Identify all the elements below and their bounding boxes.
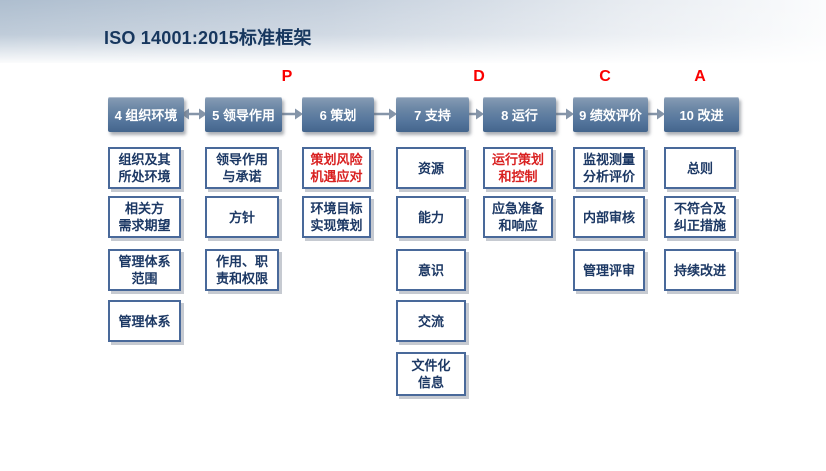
pdca-letter-c: C (599, 68, 611, 85)
header-support: 7 支持 (396, 97, 469, 132)
box-policy: 方针 (205, 196, 279, 238)
box-leadership-commitment: 领导作用 与承诺 (205, 147, 279, 189)
column-planning: 6 策划 策划风险 机遇应对 环境目标 实现策划 (302, 0, 374, 471)
box-organization-environment: 组织及其 所处环境 (108, 147, 181, 189)
box-awareness: 意识 (396, 249, 466, 291)
column-context: 4 组织环境 组织及其 所处环境 相关方 需求期望 管理体系 范围 管理体系 (108, 0, 184, 471)
box-internal-audit: 内部审核 (573, 196, 645, 238)
right-arrow-icon (645, 108, 665, 120)
right-arrow-icon (553, 108, 574, 120)
pdca-letter-a: A (694, 68, 706, 85)
column-support: 7 支持 资源 能力 意识 交流 文件化 信息 (396, 0, 469, 471)
box-competence: 能力 (396, 196, 466, 238)
box-management-system: 管理体系 (108, 300, 181, 342)
box-continual-improvement: 持续改进 (664, 249, 736, 291)
double-arrow-icon (181, 108, 207, 120)
box-monitoring-measurement: 监视测量 分析评价 (573, 147, 645, 189)
header-operation: 8 运行 (483, 97, 556, 132)
box-operational-control: 运行策划 和控制 (483, 147, 553, 189)
pdca-letter-p: P (281, 68, 293, 85)
header-planning: 6 策划 (302, 97, 374, 132)
box-risk-opportunity: 策划风险 机遇应对 (302, 147, 371, 189)
column-performance-evaluation: 9 绩效评价 监视测量 分析评价 内部审核 管理评审 (573, 0, 648, 471)
right-arrow-icon (279, 108, 303, 120)
box-resources: 资源 (396, 147, 466, 189)
box-environmental-objectives: 环境目标 实现策划 (302, 196, 371, 238)
right-arrow-icon (371, 108, 397, 120)
box-emergency-preparedness: 应急准备 和响应 (483, 196, 553, 238)
box-management-review: 管理评审 (573, 249, 645, 291)
box-ems-scope: 管理体系 范围 (108, 249, 181, 291)
header-leadership: 5 领导作用 (205, 97, 282, 132)
header-context: 4 组织环境 (108, 97, 184, 132)
box-roles-responsibilities: 作用、职 责和权限 (205, 249, 279, 291)
column-improvement: 10 改进 总则 不符合及 纠正措施 持续改进 (664, 0, 739, 471)
box-interested-parties: 相关方 需求期望 (108, 196, 181, 238)
header-improvement: 10 改进 (664, 97, 739, 132)
column-leadership: 5 领导作用 领导作用 与承诺 方针 作用、职 责和权限 (205, 0, 282, 471)
column-operation: 8 运行 运行策划 和控制 应急准备 和响应 (483, 0, 556, 471)
top-gradient-banner (0, 0, 826, 63)
box-general: 总则 (664, 147, 736, 189)
box-documented-information: 文件化 信息 (396, 352, 466, 396)
header-performance-evaluation: 9 绩效评价 (573, 97, 648, 132)
box-communication: 交流 (396, 300, 466, 342)
box-nonconformity-corrective-action: 不符合及 纠正措施 (664, 196, 736, 238)
page-title: ISO 14001:2015标准框架 (104, 28, 312, 48)
pdca-letter-d: D (473, 68, 485, 85)
